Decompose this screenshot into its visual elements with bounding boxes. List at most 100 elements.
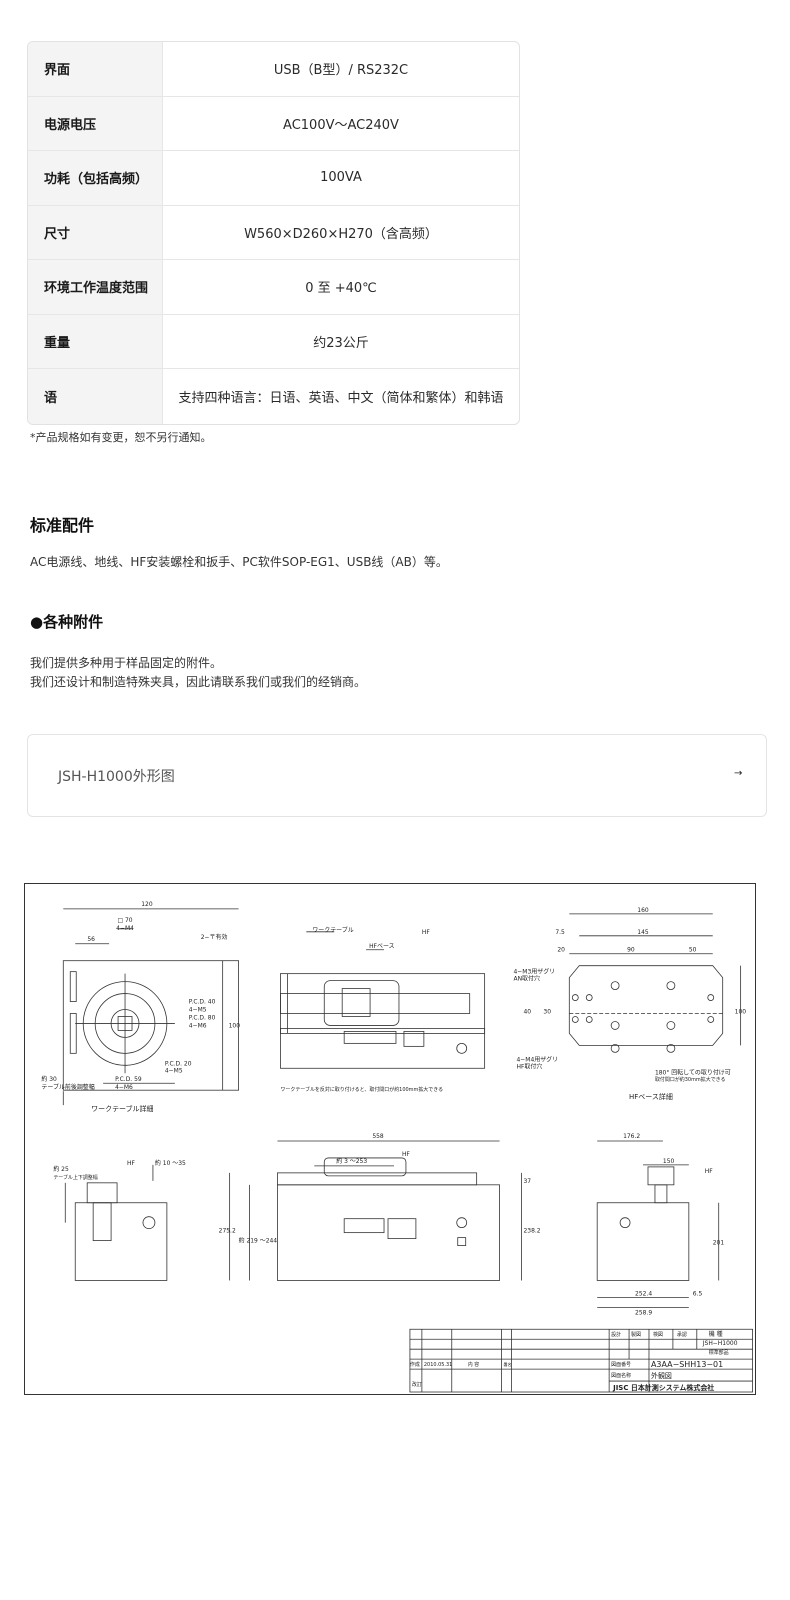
spec-value: 支持四种语言：日语、英语、中文（简体和繁体）和韩语: [178, 390, 504, 406]
arrow-right-icon: →: [734, 768, 743, 779]
dim-160: 160: [637, 907, 649, 914]
tb-drafting: 製図: [631, 1331, 641, 1338]
dim-pcd80: P.C.D. 80: [189, 1014, 216, 1021]
dim-m5a: 4−M5: [189, 1007, 207, 1014]
dim-75: 7.5: [555, 929, 565, 936]
spec-row-size: 尺寸 W560×D260×H270（含高频）: [28, 205, 519, 260]
tb-design: 設計: [611, 1331, 621, 1338]
tb-made: 作成: [410, 1361, 420, 1368]
tb-drawno-header: 図面番号: [611, 1361, 631, 1368]
dim-145: 145: [637, 929, 649, 936]
dim-219: 約 219 ～244: [239, 1237, 278, 1245]
dim-2524: 252.4: [635, 1290, 652, 1297]
tb-approve: 承認: [677, 1331, 687, 1338]
dim-253: 約 3 ～253: [336, 1157, 367, 1165]
spec-row-interface: 界面 USB（B型）/ RS232C: [28, 42, 519, 97]
dim-2tap: 2−〒有効: [201, 933, 228, 941]
tb-standard: 標準部品: [709, 1349, 729, 1356]
spec-key: 环境工作温度范围: [28, 260, 163, 314]
standard-accessories-heading: 标准配件: [30, 516, 95, 535]
dim-30: 約 30: [41, 1075, 57, 1083]
spec-row-power: 功耗（包括高频） 100VA: [28, 151, 519, 206]
spec-value: 100VA: [320, 170, 362, 186]
outline-drawing-svg: 120 □ 70 4−M4 56 2−〒有効 P.C.D. 40 4−M5 P.…: [41, 901, 753, 1393]
dim-50: 50: [689, 947, 697, 954]
tb-check: 検図: [653, 1331, 663, 1338]
dim-2752: 275.2: [219, 1228, 236, 1235]
dim-1762: 176.2: [623, 1133, 640, 1140]
dim-40: 40: [523, 1008, 531, 1015]
dim-65: 6.5: [693, 1290, 703, 1297]
dim-558: 558: [372, 1133, 384, 1140]
dim-56: 56: [87, 936, 95, 943]
spec-key: 功耗（包括高频）: [28, 151, 163, 205]
worktable-note: ワークテーブルを反対に取り付けると、取付間口が約100mm拡大できる: [280, 1086, 443, 1093]
tb-drawno: A3AA−SHH13−01: [651, 1360, 723, 1369]
tb-name: 外観図: [651, 1371, 672, 1380]
label-worktable: ワークテーブル: [312, 926, 353, 934]
outline-drawing: 120 □ 70 4−M4 56 2−〒有効 P.C.D. 40 4−M5 P.…: [24, 883, 756, 1395]
spec-row-weight: 重量 约23公斤: [28, 314, 519, 369]
label-m4: 4−M4用ザグリ: [517, 1055, 559, 1063]
spec-key: 尺寸: [28, 205, 163, 259]
dim-120: 120: [141, 901, 153, 908]
dim-m6a: 4−M6: [189, 1022, 207, 1029]
tb-sign: 署名: [504, 1362, 512, 1367]
dim-2589: 258.9: [635, 1309, 652, 1316]
label-m3: 4−M3用ザグリ: [514, 968, 556, 976]
tb-model-header: 機 種: [709, 1330, 723, 1338]
accessories-text-2: 我们还设计和制造特殊夹具，因此请联系我们或我们的经销商。: [30, 675, 367, 689]
dim-4m4: 4−M4: [116, 925, 134, 932]
dim-pcd20: P.C.D. 20: [165, 1060, 192, 1067]
spec-note: *产品规格如有变更，恕不另行通知。: [30, 431, 212, 444]
dim-m6b: 4−M6: [115, 1084, 133, 1091]
spec-table: 界面 USB（B型）/ RS232C 电源电压 AC100V～AC240V 功耗…: [27, 41, 520, 425]
spec-value: W560×D260×H270（含高频）: [244, 226, 438, 242]
label-hfhole: HF取付穴: [517, 1062, 543, 1070]
outline-drawing-link-label: JSH-H1000外形图: [58, 768, 175, 785]
dim-70: □ 70: [117, 917, 132, 924]
dim-25-label: テーブル上下調整幅: [53, 1174, 97, 1181]
label-an: AN取付穴: [514, 975, 540, 983]
dim-2382: 238.2: [523, 1228, 540, 1235]
spec-value: 0 至 +40℃: [305, 281, 377, 297]
hfbase-detail-title: HFベース詳細: [629, 1092, 673, 1101]
dim-201: 201: [713, 1240, 725, 1247]
spec-key: 界面: [28, 42, 163, 96]
dim-30c: 30: [543, 1008, 551, 1015]
spec-key: 重量: [28, 314, 163, 368]
label-rotate: 180° 回転しての取り付け可: [655, 1068, 731, 1076]
spec-value: 约23公斤: [313, 335, 369, 351]
dim-pcd59: P.C.D. 59: [115, 1076, 142, 1083]
spec-value: USB（B型）/ RS232C: [273, 63, 409, 79]
label-hf-1: HF: [422, 929, 430, 936]
worktable-detail-title: ワークテーブル詳細: [91, 1104, 153, 1113]
accessories-heading: ●各种附件: [30, 613, 104, 631]
label-hf-4: HF: [705, 1168, 713, 1175]
dim-pcd40: P.C.D. 40: [189, 999, 216, 1006]
tb-model: JSH−H1000: [702, 1340, 738, 1347]
dim-35: 約 10 ～35: [155, 1159, 186, 1167]
spec-row-language: 语 支持四种语言：日语、英语、中文（简体和繁体）和韩语: [28, 369, 519, 424]
dim-m5b: 4−M5: [165, 1067, 183, 1074]
dim-90: 90: [627, 947, 635, 954]
label-rotate-2: 取付間口が約30mm拡大できる: [655, 1076, 726, 1083]
accessories-text-1: 我们提供多种用于样品固定的附件。: [30, 656, 223, 670]
dim-25: 約 25: [53, 1165, 69, 1173]
outline-drawing-link[interactable]: JSH-H1000外形图 →: [27, 734, 767, 817]
dim-100: 100: [229, 1022, 241, 1029]
dim-150: 150: [663, 1158, 675, 1165]
spec-key: 电源电压: [28, 96, 163, 150]
tb-company: JISC 日本計測システム株式会社: [612, 1383, 714, 1392]
tb-date: 2010.05.31: [424, 1362, 452, 1368]
dim-30-label: テーブル前後調整幅: [41, 1083, 94, 1091]
dim-20: 20: [557, 947, 565, 954]
label-hf-2: HF: [127, 1160, 135, 1167]
spec-value: AC100V～AC240V: [283, 117, 399, 133]
dim-37: 37: [523, 1178, 531, 1185]
tb-revision: 改訂: [412, 1381, 422, 1388]
label-hf-3: HF: [402, 1151, 410, 1158]
label-hfbase: HFベース: [369, 943, 395, 950]
spec-row-temperature: 环境工作温度范围 0 至 +40℃: [28, 260, 519, 315]
dim-100b: 100: [735, 1008, 747, 1015]
